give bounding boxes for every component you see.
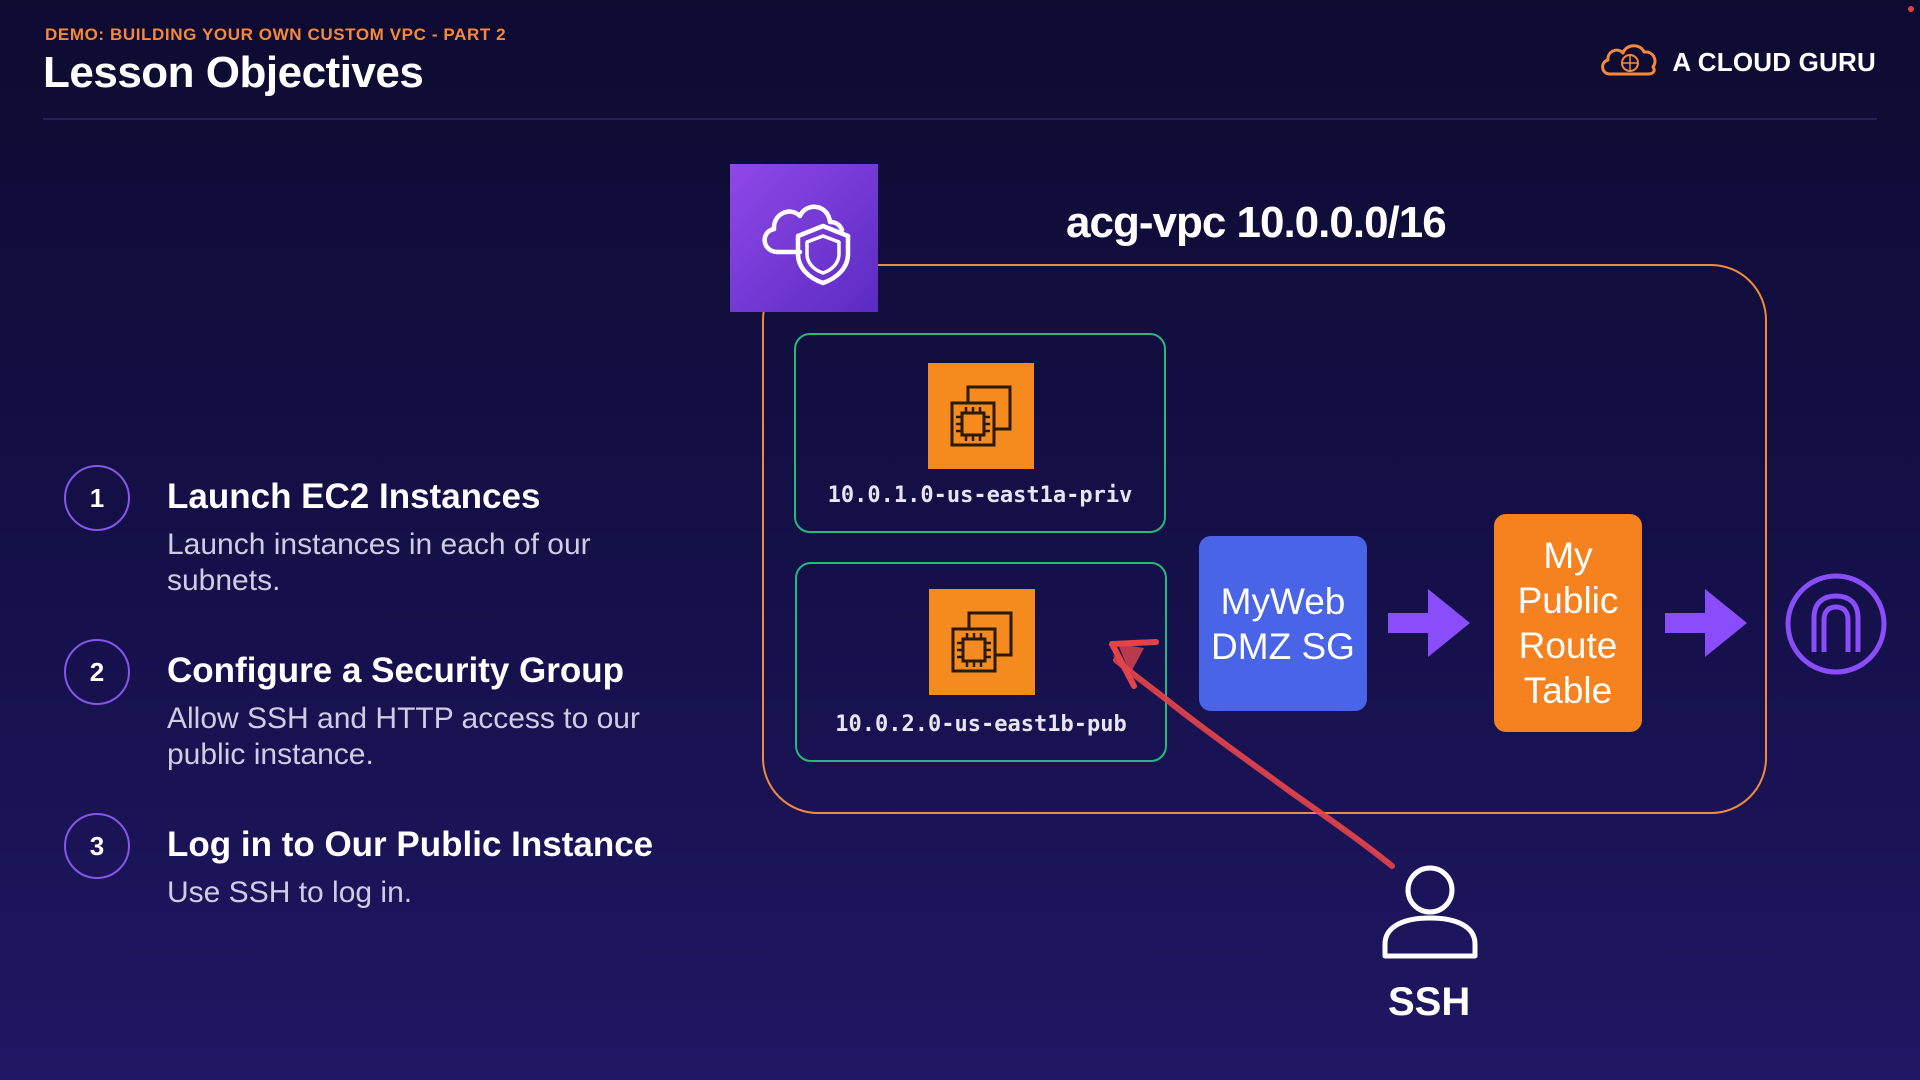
vpc-boundary	[762, 264, 1767, 814]
objective-description: Use SSH to log in.	[167, 876, 413, 909]
header-divider	[43, 118, 1877, 120]
ec2-chip-icon	[928, 363, 1034, 469]
vpc-label: acg-vpc 10.0.0.0/16	[1066, 198, 1447, 247]
ec2-chip-icon	[929, 589, 1035, 695]
brand-logo: A CLOUD GURU	[1598, 40, 1876, 85]
user-icon	[1382, 865, 1478, 959]
route-table-label-line3: Route	[1518, 625, 1618, 666]
lesson-subtitle: DEMO: BUILDING YOUR OWN CUSTOM VPC - PAR…	[45, 25, 507, 44]
vpc-cloud-shield-icon	[730, 164, 878, 312]
objective-item-1: 1 Launch EC2 Instances Launch instances …	[64, 465, 704, 625]
route-table-box: My Public Route Table	[1494, 514, 1642, 732]
ssh-arrow-icon	[1109, 639, 1395, 869]
security-group-label-line2: DMZ SG	[1211, 625, 1355, 667]
ssh-label: SSH	[1388, 980, 1471, 1024]
page-title: Lesson Objectives	[43, 48, 424, 97]
recording-indicator	[1908, 6, 1914, 12]
cloud-logo-icon	[1598, 40, 1660, 85]
route-table-label-line2: Public	[1517, 580, 1619, 621]
objective-number: 1	[64, 465, 130, 531]
objective-description: Allow SSH and HTTP access to our public …	[167, 702, 640, 771]
security-group-label-line1: MyWeb	[1220, 580, 1346, 622]
objective-item-2: 2 Configure a Security Group Allow SSH a…	[64, 639, 704, 799]
route-table-label-line1: My	[1543, 535, 1593, 576]
subnet-label: 10.0.1.0-us-east1a-priv	[827, 483, 1133, 508]
objective-title: Configure a Security Group	[167, 651, 624, 690]
route-table-label-line4: Table	[1523, 670, 1613, 711]
brand-name: A CLOUD GURU	[1672, 47, 1876, 77]
internet-gateway-icon	[1785, 573, 1887, 675]
objective-item-3: 3 Log in to Our Public Instance Use SSH …	[64, 813, 704, 973]
security-group-box: MyWeb DMZ SG	[1199, 536, 1367, 711]
subnet-private: 10.0.1.0-us-east1a-priv	[794, 333, 1166, 533]
objective-description: Launch instances in each of our subnets.	[167, 528, 591, 597]
objective-number: 2	[64, 639, 130, 705]
objective-title: Launch EC2 Instances	[167, 477, 541, 516]
objective-number: 3	[64, 813, 130, 879]
arrow-right-icon	[1665, 589, 1747, 657]
arrow-right-icon	[1388, 589, 1470, 657]
subnet-public: 10.0.2.0-us-east1b-pub	[795, 562, 1167, 762]
objective-title: Log in to Our Public Instance	[167, 825, 654, 864]
subnet-label: 10.0.2.0-us-east1b-pub	[835, 712, 1127, 737]
